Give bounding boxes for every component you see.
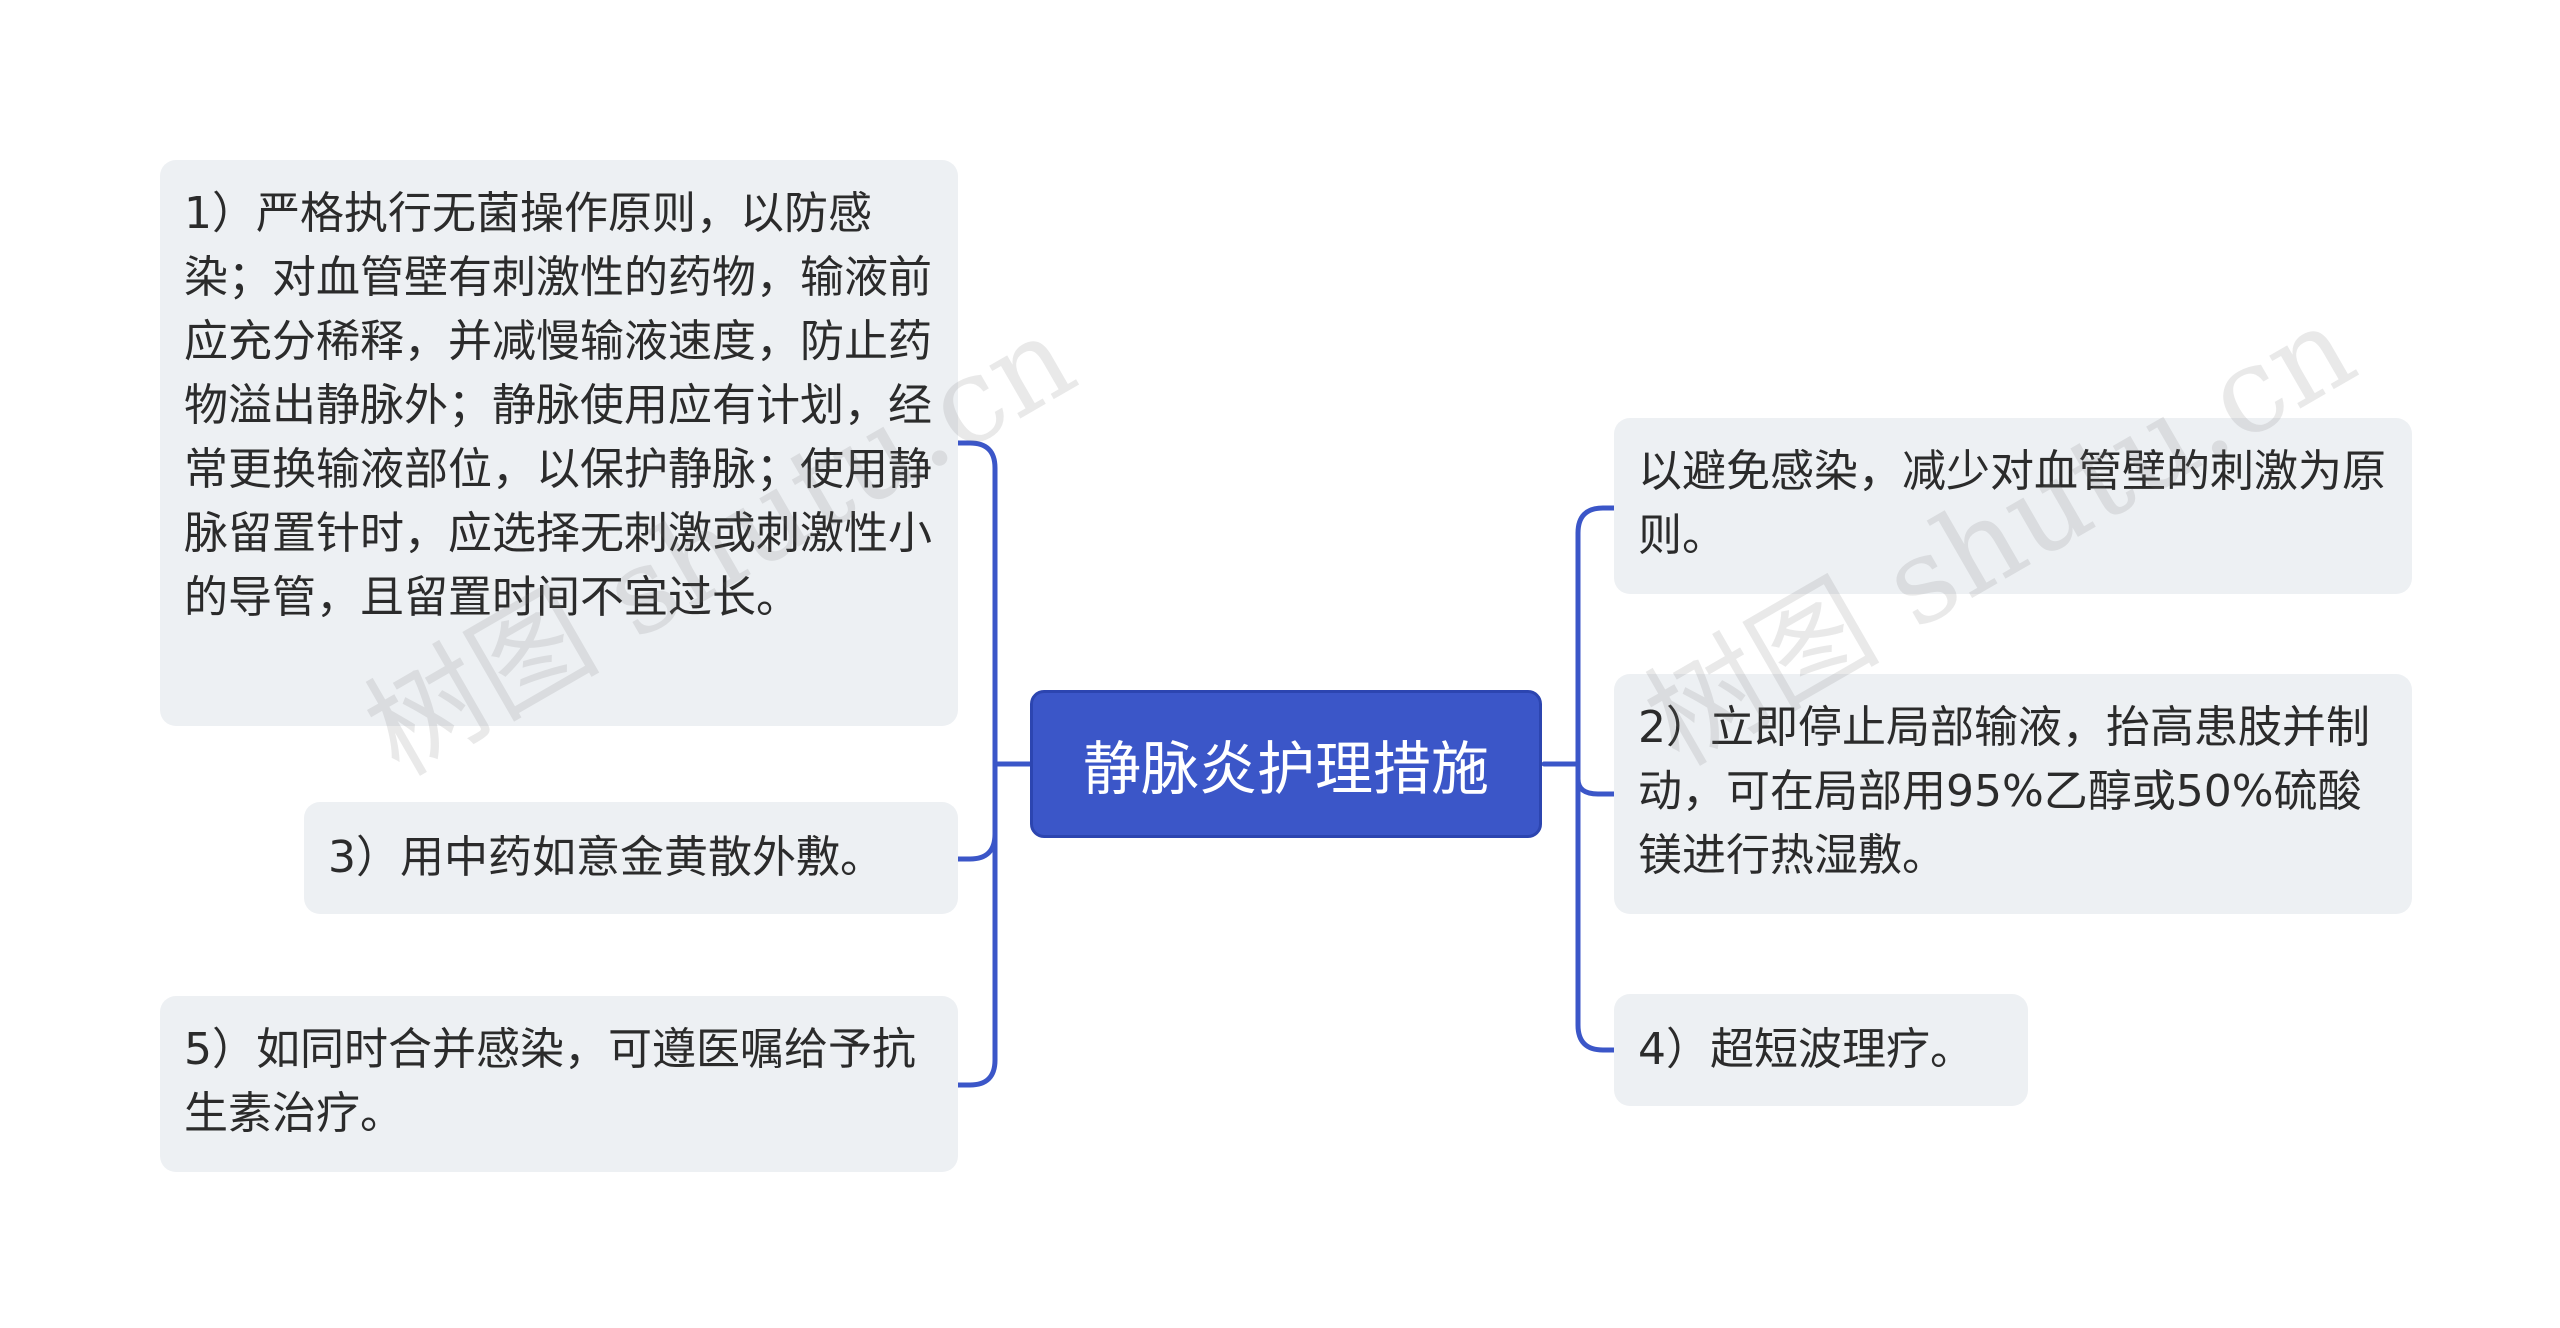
branch-text: 4）超短波理疗。	[1638, 1024, 1974, 1075]
branch-text: 5）如同时合并感染，可遵医嘱给予抗生素治疗。	[184, 1024, 916, 1139]
branch-text: 2）立即停止局部输液，抬高患肢并制动，可在局部用95%乙醇或50%硫酸镁进行热湿…	[1638, 702, 2370, 881]
branch-left-3[interactable]: 3）用中药如意金黄散外敷。	[304, 802, 958, 914]
connector-left-3	[955, 761, 998, 1088]
root-title: 静脉炎护理措施	[1082, 735, 1489, 803]
connector-left-1	[955, 440, 998, 767]
connector-right-2	[1575, 761, 1617, 797]
connector-right-1	[1575, 505, 1617, 767]
branch-left-1[interactable]: 1）严格执行无菌操作原则，以防感染；对血管壁有刺激性的药物，输液前应充分稀释，并…	[160, 160, 958, 726]
branch-right-principle[interactable]: 以避免感染，减少对血管壁的刺激为原则。	[1614, 418, 2412, 594]
branch-text: 3）用中药如意金黄散外敷。	[328, 832, 884, 883]
connector-right-3	[1575, 761, 1617, 1053]
root-topic[interactable]: 静脉炎护理措施	[1030, 690, 1542, 838]
branch-text: 以避免感染，减少对血管壁的刺激为原则。	[1638, 446, 2386, 561]
branch-text: 1）严格执行无菌操作原则，以防感染；对血管壁有刺激性的药物，输液前应充分稀释，并…	[184, 188, 932, 623]
branch-left-5[interactable]: 5）如同时合并感染，可遵医嘱给予抗生素治疗。	[160, 996, 958, 1172]
branch-right-2[interactable]: 2）立即停止局部输液，抬高患肢并制动，可在局部用95%乙醇或50%硫酸镁进行热湿…	[1614, 674, 2412, 914]
connector-left-2	[955, 761, 998, 862]
branch-right-4[interactable]: 4）超短波理疗。	[1614, 994, 2028, 1106]
